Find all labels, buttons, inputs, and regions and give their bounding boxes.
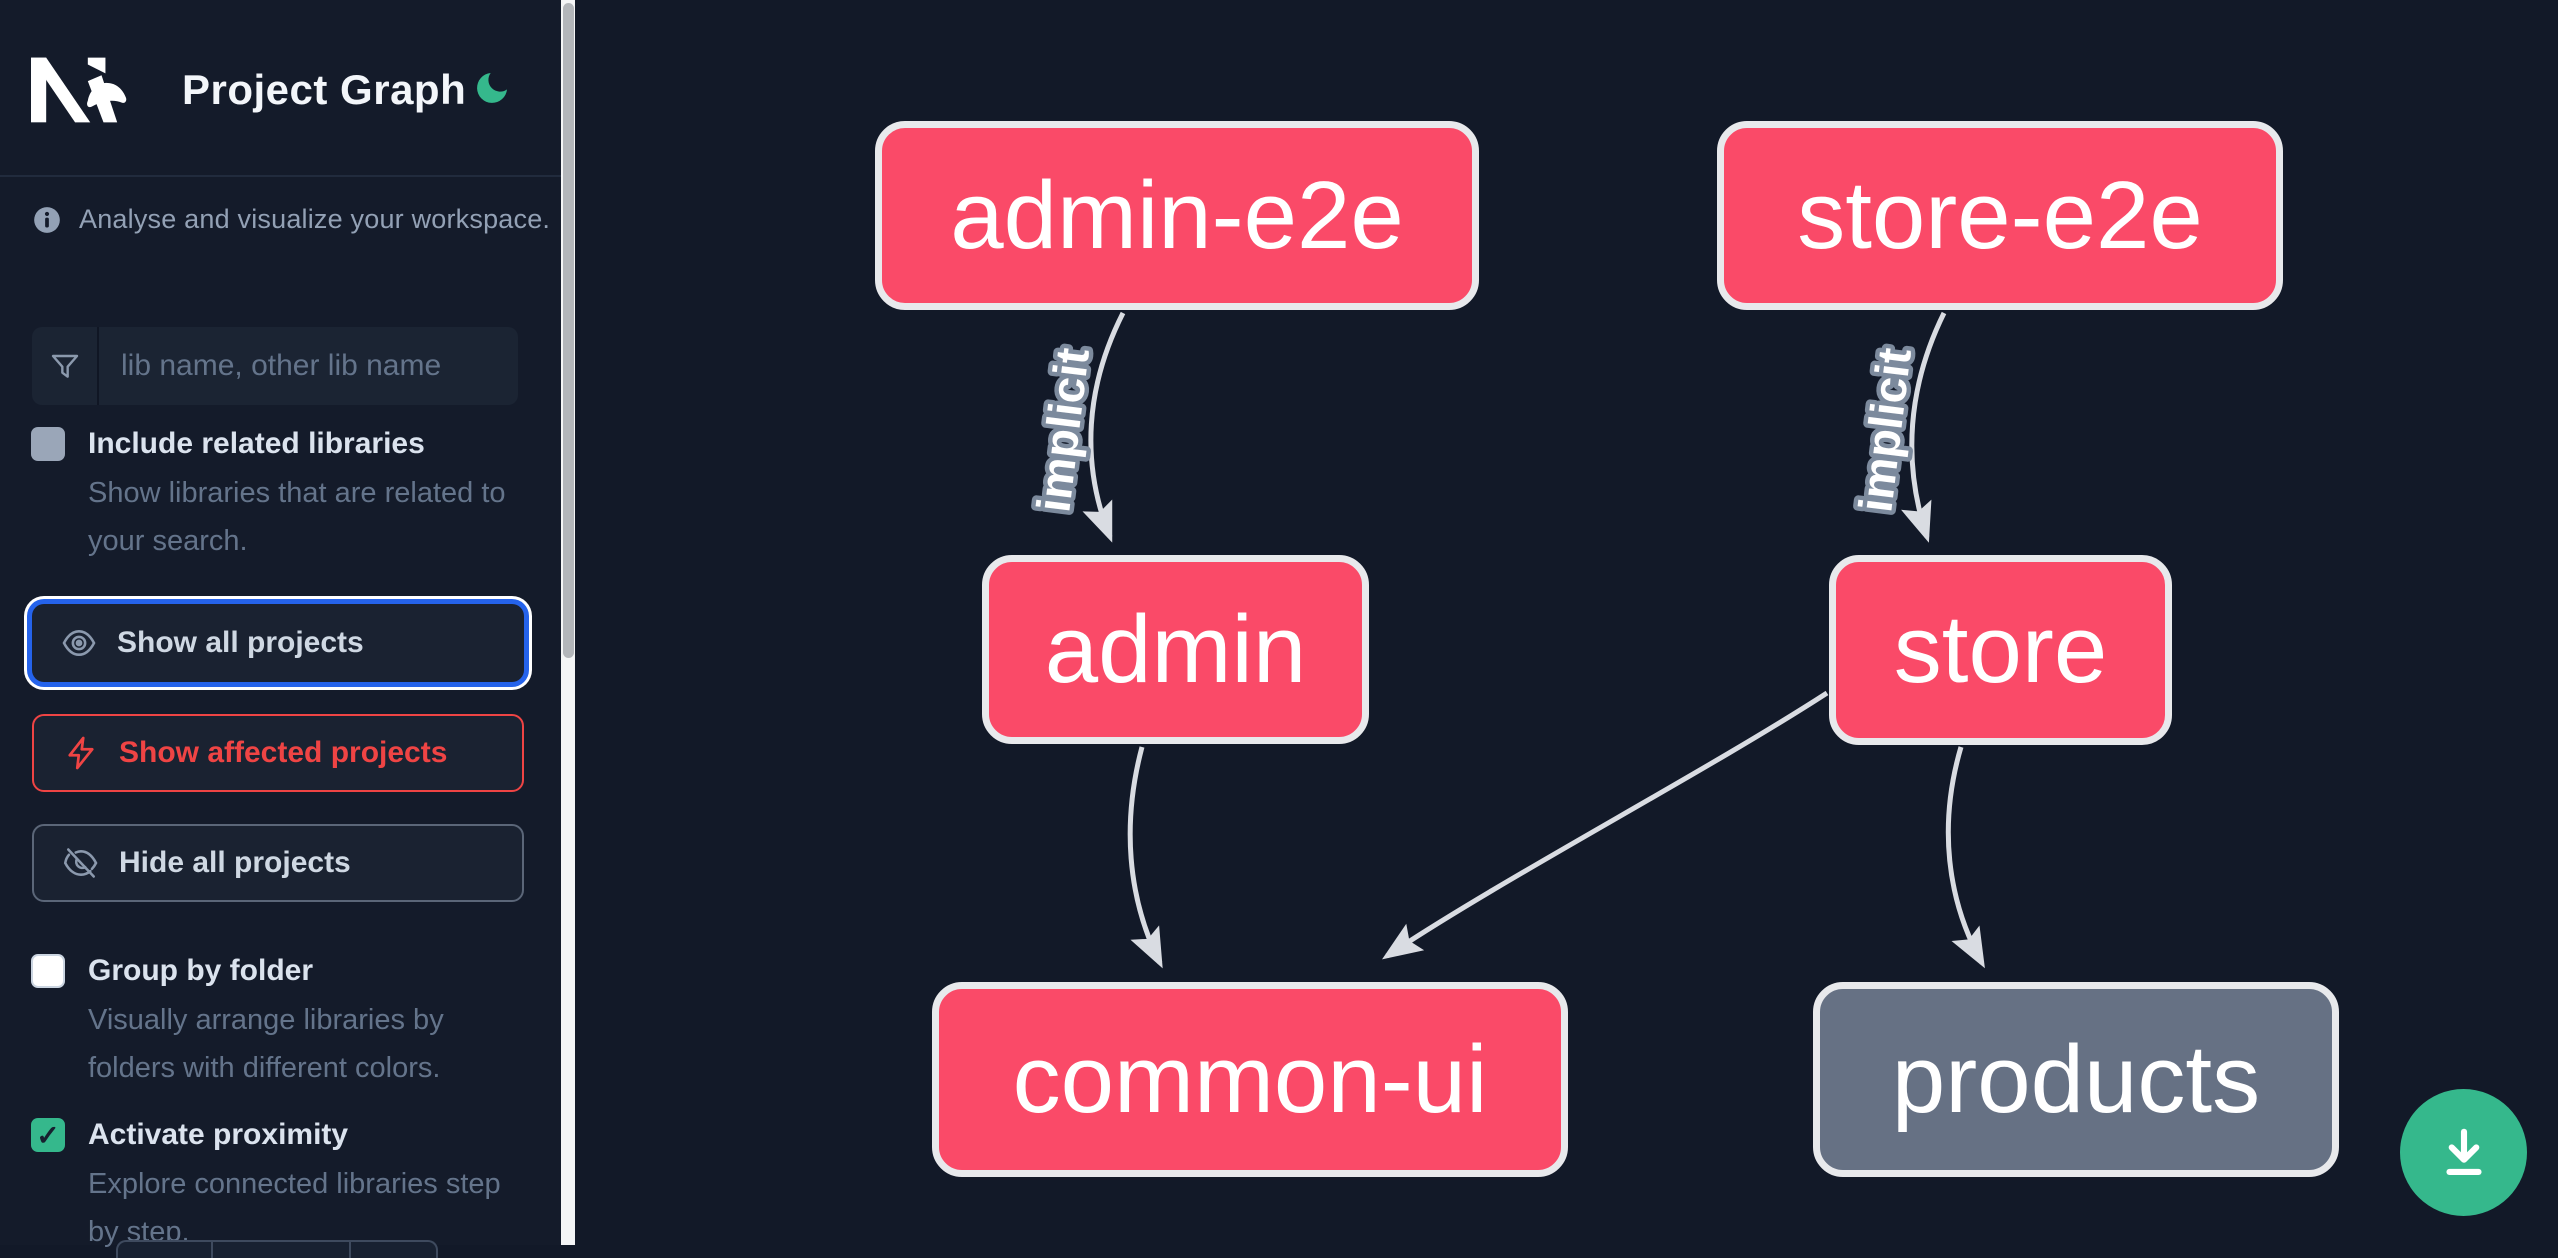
download-icon: [2445, 1128, 2482, 1175]
info-icon: [34, 206, 60, 233]
eye-off-icon: [63, 848, 98, 878]
search-input[interactable]: [99, 327, 518, 405]
checkmark-icon: ✓: [36, 1119, 60, 1151]
show-affected-projects-label: Show affected projects: [119, 736, 448, 769]
group-by-folder-description: Visually arrange libraries by folders wi…: [88, 1004, 444, 1084]
edge-store-to-products[interactable]: [1945, 746, 1985, 969]
nx-logo: [31, 57, 127, 123]
sidebar-scrollbar-track[interactable]: [561, 0, 575, 1245]
toggle-include-related: Include related libraries Show libraries…: [31, 425, 546, 565]
include-related-checkbox[interactable]: [31, 427, 65, 461]
tagline-text: Analyse and visualize your workspace.: [79, 204, 551, 234]
dark-mode-toggle moon-icon[interactable]: [472, 68, 512, 108]
show-all-projects-label: Show all projects: [117, 626, 364, 659]
layout-segmented-control[interactable]: [116, 1240, 438, 1258]
edge-store-e2e-to-store[interactable]: [1901, 311, 1947, 543]
group-by-folder-checkbox[interactable]: [31, 954, 65, 988]
search-box: [32, 327, 518, 405]
tagline-row: Analyse and visualize your workspace.: [33, 204, 550, 235]
hide-all-projects-button[interactable]: Hide all projects: [32, 824, 524, 902]
show-affected-projects-button[interactable]: Show affected projects: [32, 714, 524, 792]
include-related-label: Include related libraries: [88, 427, 425, 460]
graph-node-store-e2e[interactable]: store-e2e: [1717, 121, 2283, 310]
graph-node-store[interactable]: store: [1829, 555, 2172, 745]
show-all-projects-button[interactable]: Show all projects: [32, 604, 524, 682]
edge-admin-to-common-ui[interactable]: [1127, 746, 1163, 969]
download-button[interactable]: [2400, 1089, 2527, 1216]
eye-icon: [62, 630, 96, 656]
graph-node-common-ui[interactable]: common-ui: [932, 982, 1568, 1177]
include-related-description: Show libraries that are related to your …: [88, 477, 506, 557]
activate-proximity-checkbox[interactable]: ✓: [31, 1118, 65, 1152]
graph-node-admin[interactable]: admin: [982, 555, 1369, 744]
toggle-group-by-folder: Group by folder Visually arrange librari…: [31, 952, 503, 1092]
graph-node-admin-e2e[interactable]: admin-e2e: [875, 121, 1479, 310]
activate-proximity-label: Activate proximity: [88, 1118, 349, 1151]
toggle-activate-proximity: ✓ Activate proximity Explore connected l…: [31, 1116, 533, 1256]
funnel-icon: [32, 327, 99, 405]
graph-node-products[interactable]: products: [1813, 982, 2339, 1177]
group-by-folder-label: Group by folder: [88, 954, 313, 987]
edge-admin-e2e-to-admin[interactable]: [1082, 311, 1126, 543]
page-title: Project Graph: [182, 66, 467, 113]
header-divider: [0, 175, 561, 177]
edge-store-to-common-ui[interactable]: [1382, 690, 1829, 960]
activate-proximity-description: Explore connected libraries step by step…: [88, 1168, 501, 1248]
hide-all-projects-label: Hide all projects: [119, 846, 351, 879]
sidebar-scrollbar-thumb[interactable]: [562, 3, 574, 658]
sidebar: Project Graph Analyse and visualize your…: [0, 0, 561, 1258]
bolt-icon: [68, 736, 94, 770]
